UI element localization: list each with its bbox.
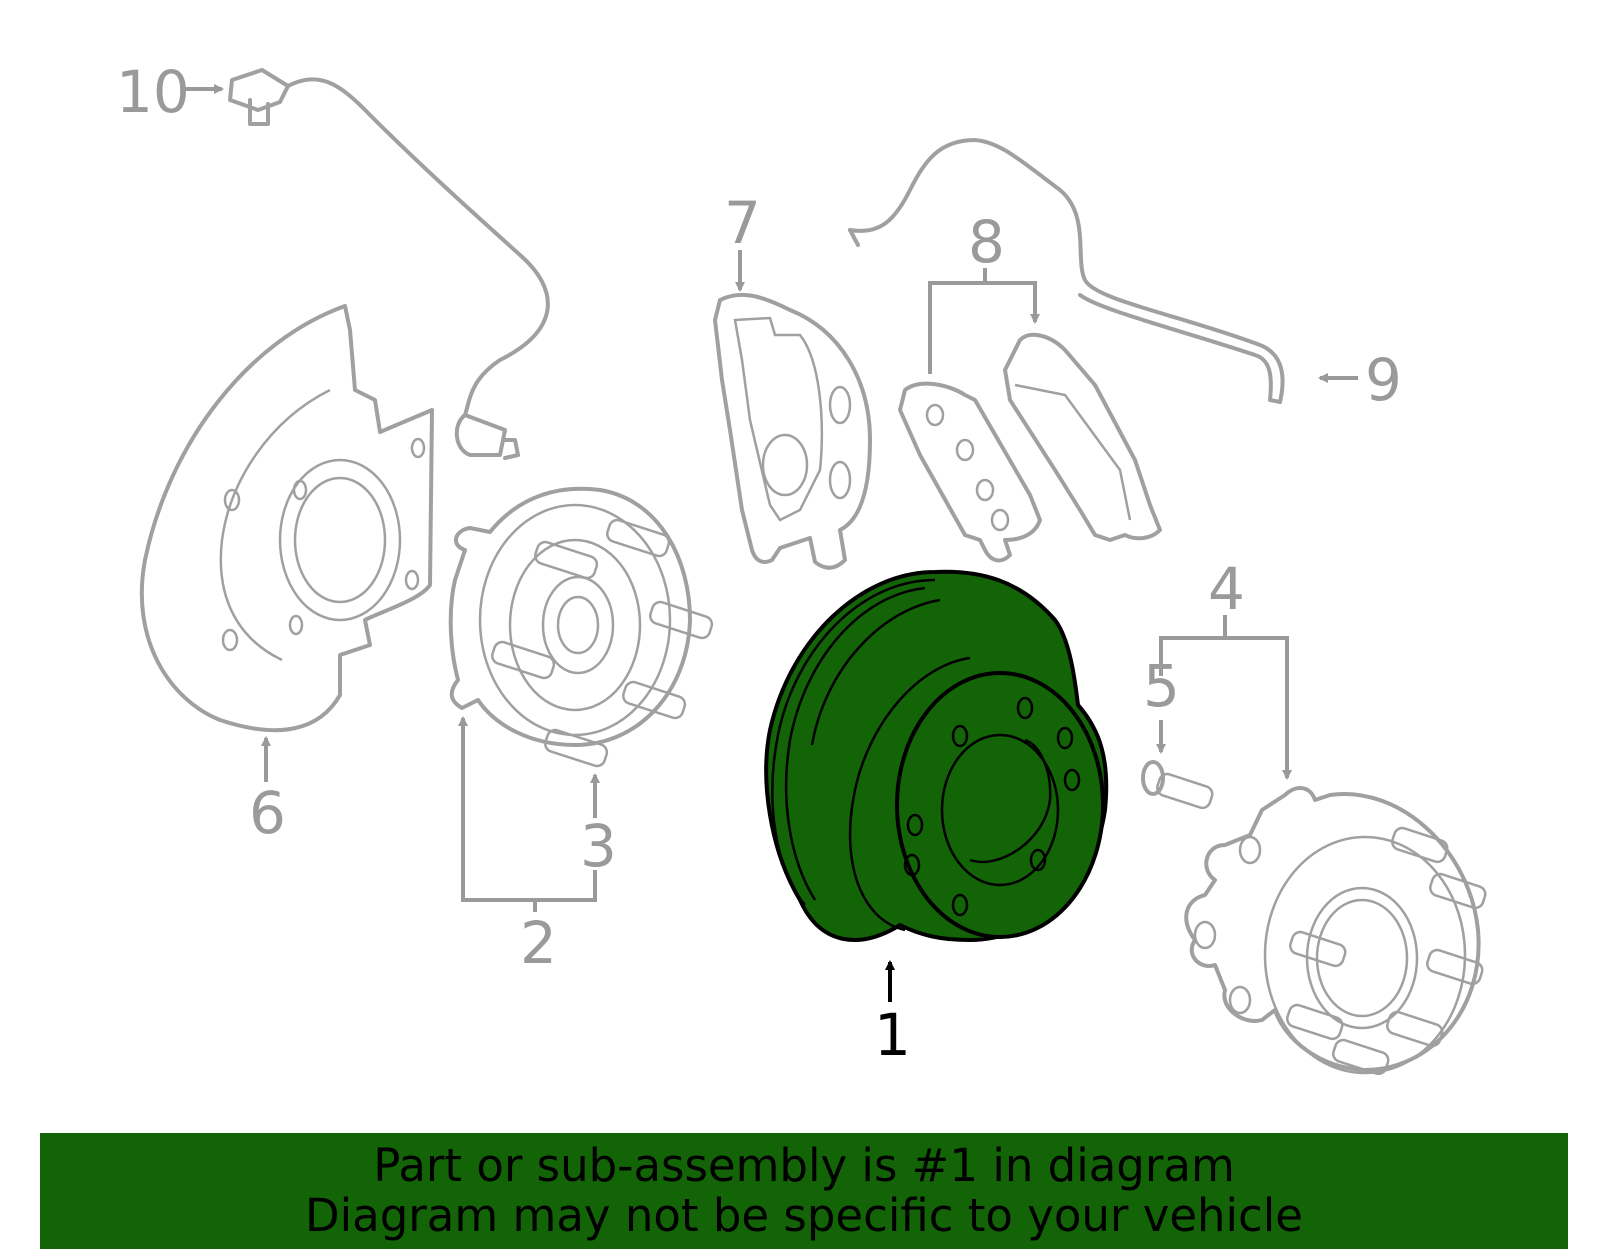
- banner-line-1: Part or sub-assembly is #1 in diagram: [373, 1139, 1235, 1192]
- callout-2: 2: [520, 909, 557, 977]
- brake-caliper: [713, 292, 872, 570]
- brake-rotor: [764, 569, 1109, 943]
- callout-8: 8: [968, 208, 1005, 276]
- callout-leaders: [182, 84, 1358, 1002]
- callout-7: 7: [724, 189, 761, 257]
- callout-5: 5: [1143, 652, 1180, 720]
- dust-shield: [139, 304, 434, 733]
- abs-sensor-wire: [228, 68, 550, 460]
- callout-10: 10: [116, 58, 190, 126]
- hub-assembly-left: [448, 486, 714, 768]
- callout-9: 9: [1365, 346, 1402, 414]
- info-banner: Part or sub-assembly is #1 in diagram Di…: [40, 1133, 1568, 1249]
- callout-4: 4: [1208, 555, 1245, 623]
- mounting-bolt: [1141, 760, 1214, 810]
- hub-assembly-right: [1184, 786, 1487, 1076]
- brake-pads: [898, 332, 1162, 563]
- callout-3: 3: [580, 812, 617, 880]
- brake-hose: [848, 138, 1285, 404]
- callout-1: 1: [874, 1001, 911, 1069]
- callout-6: 6: [249, 779, 286, 847]
- banner-line-2: Diagram may not be specific to your vehi…: [305, 1189, 1303, 1242]
